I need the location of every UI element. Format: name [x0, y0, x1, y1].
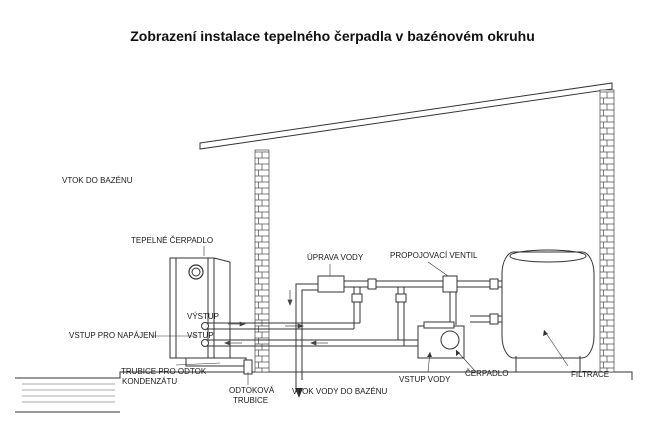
- pool-water-icon: [22, 383, 115, 403]
- pump-unit: [417, 321, 465, 359]
- label-water-input: VSTUP VODY: [399, 375, 451, 384]
- label-drain-pipe-line2: TRUBICE: [233, 396, 268, 405]
- roof: [199, 82, 613, 150]
- label-pump: ČERPADLO: [465, 369, 508, 378]
- label-power-input: VSTUP PRO NAPÁJENÍ: [69, 331, 157, 340]
- pool-return-arrow-icon: [295, 388, 303, 398]
- label-condensate-pipe-line2: KONDENZÁTU: [122, 377, 177, 386]
- arrow-icons: [427, 330, 548, 357]
- ground: [15, 371, 633, 413]
- heat-pump-fan-icon: [188, 264, 204, 280]
- water-treatment-unit: [317, 275, 345, 293]
- left-brick-wall: [254, 149, 270, 373]
- pipe-connector-icons: [201, 322, 209, 347]
- pool-return-pipe: [295, 283, 318, 392]
- pipe-outlet: [205, 322, 360, 330]
- label-bypass-valve: PROPOJOVACÍ VENTIL: [390, 251, 478, 260]
- label-output: VÝSTUP: [187, 312, 219, 321]
- label-input: VSTUP: [187, 331, 214, 340]
- diagram-title: Zobrazení instalace tepelného čerpadla v…: [130, 28, 535, 44]
- filter-tank: [501, 249, 595, 372]
- heat-pump-unit: [169, 257, 231, 359]
- valve-icons: [351, 275, 499, 325]
- label-filter: FILTRACE: [571, 370, 609, 379]
- label-condensate-pipe-line1: TRUBICE PRO ODTOK: [121, 367, 207, 376]
- label-water-treatment: ÚPRAVA VODY: [307, 253, 364, 262]
- right-brick-wall: [599, 89, 615, 373]
- label-pool-water-inlet: VTOK VODY DO BAZÉNU: [292, 387, 388, 396]
- label-heat-pump: TEPELNÉ ČERPADLO: [131, 236, 213, 245]
- pipe-inlet: [205, 339, 416, 347]
- label-drain-pipe-line1: ODTOKOVÁ: [229, 386, 275, 395]
- label-pool-inlet: VTOK DO BAZÉNU: [62, 176, 133, 185]
- flow-arrows: [224, 290, 328, 346]
